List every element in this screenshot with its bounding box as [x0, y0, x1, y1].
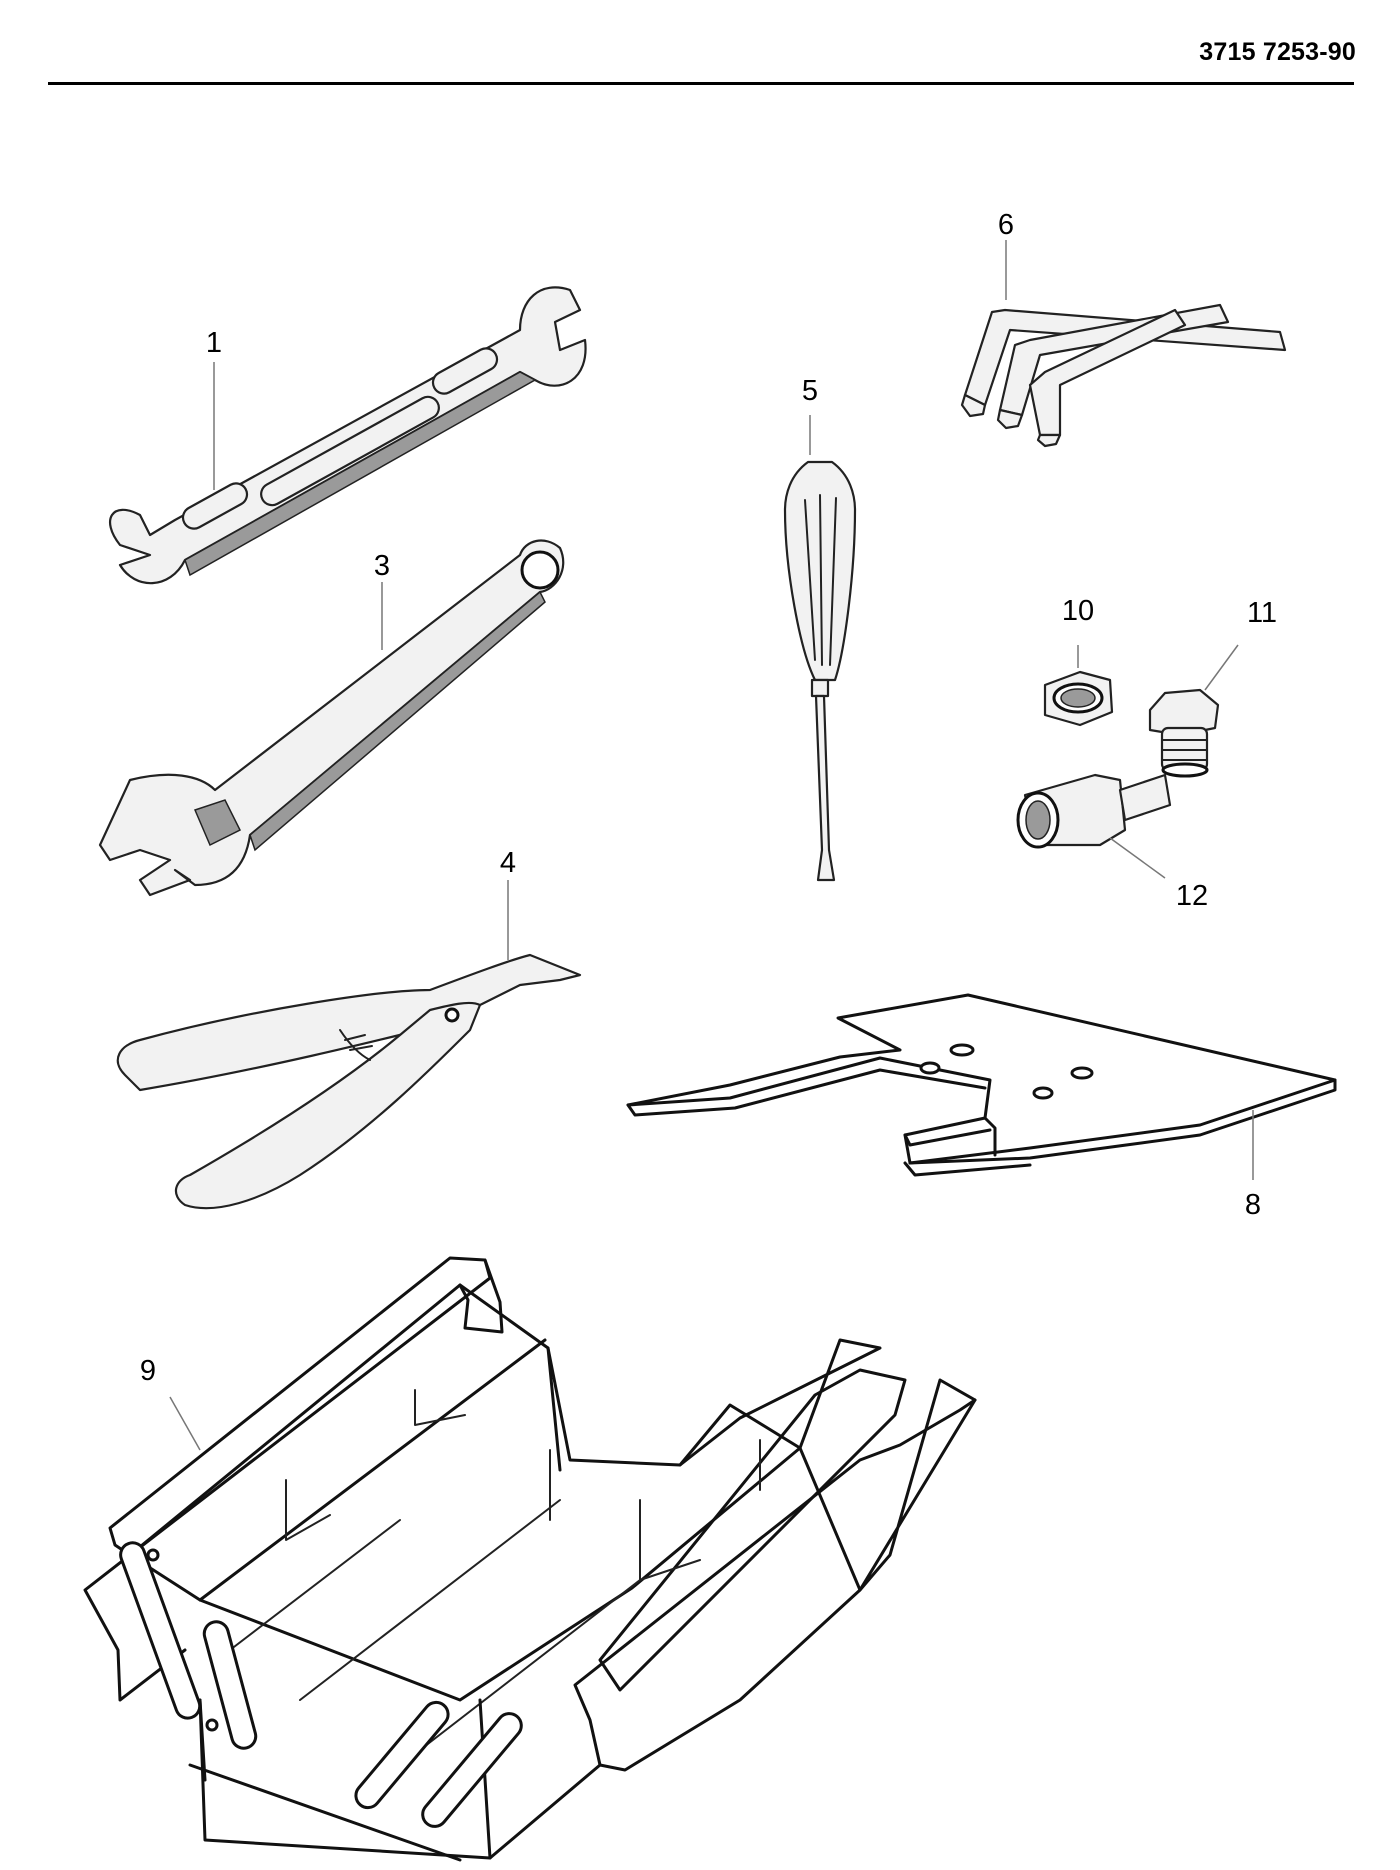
screwdriver	[783, 460, 857, 882]
document-code: 3715 7253-90	[1199, 38, 1356, 66]
adjustable-wrench	[98, 539, 565, 897]
header-rule	[48, 82, 1354, 85]
callout-6: 6	[998, 209, 1014, 241]
union-fitting	[1016, 773, 1172, 849]
circlip-pliers	[116, 953, 582, 1210]
hex-keys	[960, 303, 1287, 448]
base-plate	[626, 993, 1337, 1177]
hex-plug	[1148, 688, 1220, 778]
callout-4: 4	[500, 847, 516, 879]
callout-3: 3	[374, 550, 390, 582]
callout-10: 10	[1062, 595, 1094, 627]
callout-11: 11	[1247, 597, 1277, 629]
callout-1: 1	[206, 327, 222, 359]
callout-12: 12	[1176, 880, 1208, 912]
lock-nut	[1043, 670, 1114, 727]
callout-5: 5	[802, 375, 818, 407]
callout-9: 9	[140, 1355, 156, 1387]
leader-line-9	[169, 1396, 201, 1451]
open-end-spanner	[109, 286, 587, 585]
leader-line-12	[1109, 837, 1166, 879]
callout-8: 8	[1245, 1189, 1261, 1221]
cantilever-toolbox	[83, 1256, 977, 1862]
leader-line-11	[1204, 644, 1239, 691]
